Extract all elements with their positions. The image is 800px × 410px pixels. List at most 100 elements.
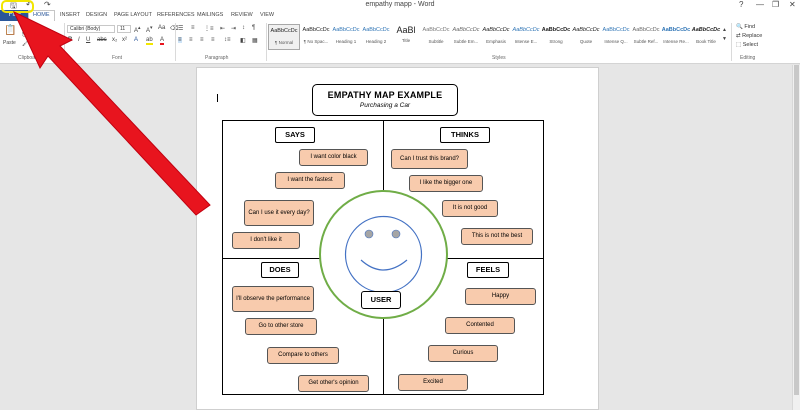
- window-title: empathy mapp - Word: [365, 1, 435, 8]
- highlight-color-icon[interactable]: ab: [146, 37, 153, 45]
- grow-font-icon[interactable]: A▴: [134, 25, 141, 34]
- tab-design[interactable]: DESIGN: [86, 12, 108, 18]
- align-center-icon[interactable]: ≡: [189, 37, 193, 43]
- help-icon[interactable]: ?: [739, 0, 744, 9]
- styles-scroll-up-icon[interactable]: ▲: [722, 27, 727, 33]
- says-note[interactable]: I want the fastest: [275, 172, 345, 189]
- says-note[interactable]: I don't like it: [232, 232, 300, 249]
- styles-scroll-down-icon[interactable]: ▼: [722, 36, 727, 42]
- save-icon[interactable]: 🖫: [10, 1, 17, 10]
- style-normal[interactable]: AaBbCcDc¶ Normal: [268, 24, 300, 50]
- close-button[interactable]: ✕: [789, 0, 796, 9]
- says-note[interactable]: I want color black: [299, 149, 368, 166]
- style-no-spacing[interactable]: AaBbCcDc¶ No Spac...: [300, 24, 332, 50]
- font-name-select[interactable]: Calibri (Body): [67, 25, 115, 33]
- copy-button[interactable]: ⎘ Copy: [22, 32, 39, 38]
- text-effects-icon[interactable]: A: [134, 37, 139, 43]
- quadrant-label-feels[interactable]: FEELS: [467, 262, 509, 278]
- align-right-icon[interactable]: ≡: [200, 37, 204, 43]
- case-icon[interactable]: Aa: [158, 25, 166, 31]
- does-note[interactable]: Get other's opinion: [298, 375, 369, 392]
- feels-note[interactable]: Excited: [398, 374, 468, 391]
- find-button[interactable]: 🔍 Find: [736, 24, 755, 30]
- quadrant-label-says[interactable]: SAYS: [275, 127, 315, 143]
- minimize-button[interactable]: —: [756, 0, 764, 9]
- tab-review[interactable]: REVIEW: [231, 12, 253, 18]
- increase-indent-icon[interactable]: ⇥: [231, 26, 237, 32]
- format-painter-button[interactable]: 🖌 Format: [22, 41, 46, 47]
- says-note[interactable]: Can I use it every day?: [244, 200, 314, 226]
- justify-icon[interactable]: ≡: [211, 37, 215, 43]
- tab-mailings[interactable]: MAILINGS: [197, 12, 224, 18]
- strikethrough-icon[interactable]: abc: [97, 37, 107, 43]
- cut-label: Cut: [27, 23, 36, 29]
- multilevel-list-icon[interactable]: ⋮≡: [204, 26, 214, 32]
- style-name: Quote: [579, 39, 593, 44]
- thinks-note[interactable]: It is not good: [442, 200, 498, 217]
- tab-insert[interactable]: INSERT: [60, 12, 81, 18]
- show-marks-icon[interactable]: ¶: [252, 25, 256, 31]
- select-label: Select: [742, 42, 759, 48]
- thinks-note[interactable]: Can I trust this brand?: [391, 149, 468, 169]
- tab-page-layout[interactable]: PAGE LAYOUT: [114, 12, 153, 18]
- style-name: Heading 2: [365, 39, 387, 44]
- map-title-box[interactable]: EMPATHY MAP EXAMPLE Purchasing a Car: [312, 84, 458, 116]
- sort-icon[interactable]: ↕: [242, 25, 245, 31]
- redo-icon[interactable]: ↷: [44, 0, 51, 9]
- numbering-icon[interactable]: ≡: [191, 25, 195, 31]
- font-color-icon[interactable]: A: [160, 37, 165, 45]
- tab-view[interactable]: VIEW: [260, 12, 275, 18]
- quadrant-label-does[interactable]: DOES: [261, 262, 299, 278]
- align-left-icon[interactable]: ≡: [178, 37, 182, 43]
- cut-button[interactable]: ✂ Cut: [22, 23, 35, 29]
- borders-icon[interactable]: ▦: [252, 38, 258, 44]
- select-button[interactable]: ⬚ Select: [736, 42, 758, 48]
- style-name: Title: [401, 38, 411, 43]
- feels-note[interactable]: Happy: [465, 288, 536, 305]
- style-sample: AaBbCcDc: [691, 27, 721, 33]
- user-label[interactable]: USER: [361, 291, 401, 309]
- does-note[interactable]: Go to other store: [245, 318, 317, 335]
- underline-icon[interactable]: U: [86, 37, 91, 43]
- superscript-icon[interactable]: x²: [122, 37, 127, 43]
- feels-note[interactable]: Contented: [445, 317, 515, 334]
- paste-icon[interactable]: 📋: [4, 25, 17, 36]
- paste-button[interactable]: Paste: [3, 40, 16, 46]
- does-note[interactable]: Compare to others: [267, 347, 339, 364]
- quadrant-label-thinks[interactable]: THINKS: [440, 127, 490, 143]
- scrollbar-thumb[interactable]: [794, 65, 799, 395]
- shading-icon[interactable]: ◧: [240, 38, 246, 44]
- replace-button[interactable]: ⇄ Replace: [736, 33, 762, 39]
- italic-icon[interactable]: I: [78, 37, 80, 43]
- thinks-note[interactable]: This is not the best: [461, 228, 533, 245]
- decrease-indent-icon[interactable]: ⇤: [220, 26, 226, 32]
- feels-note[interactable]: Curious: [428, 345, 498, 362]
- restore-button[interactable]: ❐: [772, 0, 780, 9]
- does-note[interactable]: I'll observe the performance: [232, 286, 314, 312]
- subscript-icon[interactable]: x₂: [112, 37, 118, 43]
- thinks-note[interactable]: I like the bigger one: [409, 175, 483, 192]
- group-divider: [64, 23, 65, 61]
- tab-references[interactable]: REFERENCES: [157, 12, 195, 18]
- group-divider: [731, 23, 732, 61]
- line-spacing-icon[interactable]: ↕≡: [224, 37, 231, 43]
- bullets-icon[interactable]: ☰: [178, 26, 184, 32]
- font-size-select[interactable]: 11: [117, 25, 131, 33]
- document-page[interactable]: EMPATHY MAP EXAMPLE Purchasing a Car SAY…: [196, 67, 599, 410]
- bold-icon[interactable]: B: [68, 37, 73, 43]
- shrink-font-icon[interactable]: A▾: [146, 25, 153, 34]
- vertical-scrollbar[interactable]: [792, 65, 800, 410]
